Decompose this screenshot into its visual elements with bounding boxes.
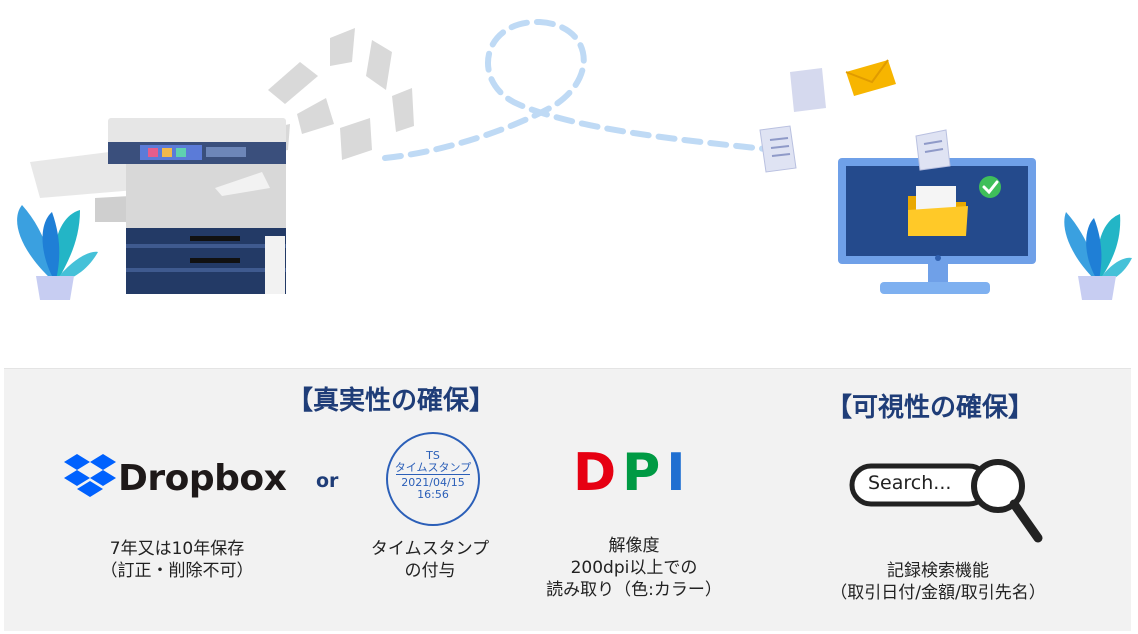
dpi-letter-p: P [622,443,667,503]
stamp-date: 2021/04/15 [401,476,465,489]
paper-icon [790,68,826,112]
printer-icon [30,118,286,294]
document-icon [759,125,797,173]
timestamp-caption-line2: の付与 [404,561,456,581]
stamp-time: 16:56 [417,488,449,501]
envelope-icon [845,59,896,96]
dropbox-caption-line2: （訂正・削除不可） [100,561,254,581]
dpi-logo: DPI [573,443,692,503]
dpi-letter-d: D [573,443,623,503]
timestamp-stamp: TS タイムスタンプ 2021/04/15 16:56 [386,432,480,526]
plant-icon [17,205,98,300]
dpi-caption-line2: 200dpi以上での [570,558,698,578]
dpi-caption: 解像度 200dpi以上での 読み取り（色:カラー） [524,535,744,601]
dropbox-wordmark: Dropbox [118,458,287,499]
folder-icon [908,186,968,236]
visibility-heading: 【可視性の確保】 [826,393,1035,423]
dropbox-logo-icon [64,454,116,497]
dropbox-caption-line1: 7年又は10年保存 [109,539,245,559]
dashed-path [382,18,778,161]
magnifier-icon [849,459,1043,543]
plant-icon [1064,212,1132,300]
check-icon [979,176,1001,198]
authenticity-heading: 【真実性の確保】 [287,386,496,416]
timestamp-caption: タイムスタンプ の付与 [320,538,540,582]
stamp-top: TS [426,449,440,462]
stamp-name: タイムスタンプ [394,461,472,474]
dropbox-caption: 7年又は10年保存 （訂正・削除不可） [67,538,287,582]
search-box-text: Search... [868,472,952,494]
search-caption-line2: （取引日付/金額/取引先名） [830,583,1046,603]
dpi-caption-line1: 解像度 [608,536,660,556]
timestamp-caption-line1: タイムスタンプ [370,539,490,559]
search-caption-line1: 記録検索機能 [887,561,989,581]
dpi-caption-line3: 読み取り（色:カラー） [546,580,722,600]
or-label: or [316,470,339,492]
search-caption: 記録検索機能 （取引日付/金額/取引先名） [828,560,1048,604]
dpi-letter-i: I [666,443,692,503]
scan-to-cloud-illustration [17,18,1132,300]
